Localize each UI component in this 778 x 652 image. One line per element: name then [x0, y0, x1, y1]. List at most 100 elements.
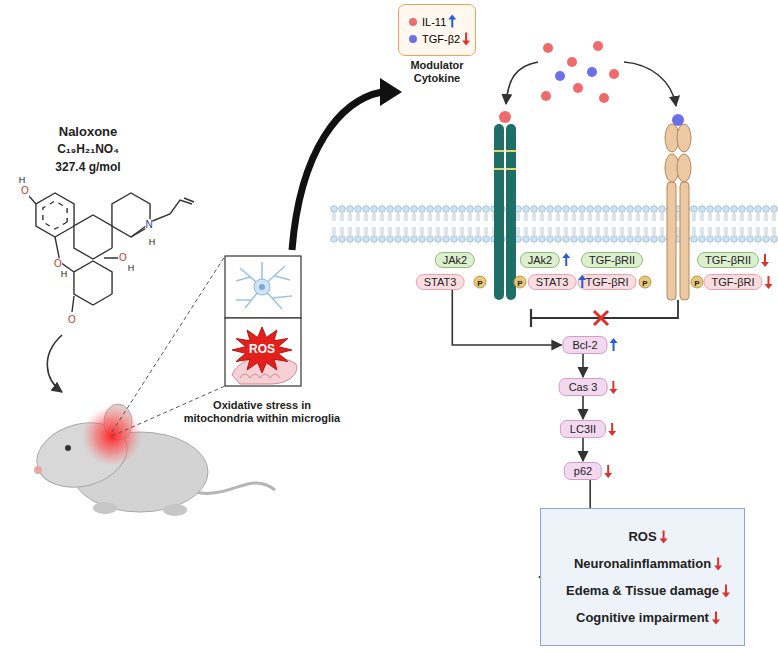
pathway-box: Bcl-2 [562, 336, 607, 354]
mouse-figure [65, 445, 71, 451]
mouse-figure [93, 502, 117, 514]
decrease-arrow [611, 423, 613, 432]
signal-arrow-head [380, 78, 402, 106]
phospho-dot: P [639, 276, 652, 289]
node-text: TGF-βRII [705, 254, 751, 266]
decrease-arrow [660, 531, 668, 544]
naloxone-structure [28, 193, 194, 312]
node-text: P [475, 277, 486, 290]
decrease-arrow [663, 531, 665, 540]
microglia-panel [259, 284, 265, 290]
node-text: TGF-βRI [586, 276, 629, 288]
node-text: Cognitive impairment [576, 610, 709, 625]
node-text: LC3II [570, 423, 596, 435]
microglia-panel [254, 279, 270, 295]
il11-receptor [494, 150, 504, 152]
aromatic-bond [43, 201, 67, 229]
increase-arrow [562, 253, 570, 266]
increase-arrow [448, 15, 456, 28]
il11-receptor [506, 124, 516, 300]
ring-bond [74, 215, 112, 259]
mouse-figure [195, 483, 275, 493]
dose-arrow [47, 335, 62, 392]
pathway-arrow [582, 438, 584, 461]
atom-label: O [119, 252, 127, 264]
increase-arrow [613, 342, 615, 351]
phospho-dot: P [691, 276, 704, 289]
node-text: P [640, 277, 651, 290]
blocked-cross [594, 311, 608, 325]
outcome-box: ROSNeuronalinflammationEdema & Tissue da… [540, 508, 745, 646]
receptor-box: TGF-βRII [697, 252, 759, 268]
decrease-arrow [712, 620, 720, 625]
stat-box: STAT3 [416, 274, 465, 290]
cytokine-dots [555, 71, 565, 81]
cytokine-dots [573, 83, 583, 93]
il11-receptor [494, 124, 504, 300]
stat-box: STAT3 [528, 274, 577, 290]
atom-label: H [128, 263, 135, 273]
decrease-arrow [608, 423, 616, 436]
inhibition-bar [530, 309, 532, 327]
cytokine-dots [599, 93, 609, 103]
pathway-arrow [582, 396, 584, 419]
microglia-panel [240, 374, 280, 378]
ros-burst: ROS [230, 327, 294, 373]
decrease-arrow [764, 254, 766, 263]
mouse-figure [34, 466, 42, 474]
decrease-arrow [768, 276, 770, 285]
decrease-arrow [609, 389, 617, 394]
blocked-cross [594, 311, 608, 325]
pathway-box: Cas 3 [559, 378, 608, 396]
receptor-box: TGF-βRI [578, 274, 637, 290]
decrease-arrow [660, 539, 668, 544]
decrease-arrow [465, 33, 467, 42]
tgfb-receptor [680, 182, 689, 300]
decrease-arrow [722, 585, 730, 598]
microglia-panel [236, 262, 292, 309]
decrease-arrow [462, 33, 470, 46]
node-text: Edema & Tissue damage [566, 583, 719, 598]
zoom-line [112, 256, 225, 432]
microglia-panel [225, 256, 301, 318]
decrease-arrow [712, 612, 720, 625]
cytokine-dots [609, 69, 619, 79]
receptor-box: TGF-βRII [581, 252, 643, 268]
decrease-arrow [765, 284, 773, 289]
zoom-line [112, 386, 225, 436]
decrease-arrow [717, 558, 719, 567]
decrease-arrow [609, 381, 617, 394]
kinase-box: JAk2 [435, 252, 475, 268]
il11-receptor [506, 168, 516, 170]
node-text: ROS [628, 529, 656, 544]
decrease-arrow [765, 276, 773, 289]
phospho-dot: P [514, 276, 527, 289]
il11-receptor [506, 150, 516, 152]
phospho-dot: P [474, 276, 487, 289]
increase-arrow [451, 19, 453, 28]
cytokine-dots [593, 41, 603, 51]
cytokine-dots [541, 91, 551, 101]
pathway-arrow [582, 354, 584, 377]
decrease-arrow [715, 612, 717, 621]
caption-label: Oxidative stress in mitochondria within … [182, 399, 342, 424]
drug-label: 327.4 g/mol [55, 161, 120, 175]
decrease-arrow [722, 593, 730, 598]
decrease-arrow [604, 465, 612, 478]
bond [28, 195, 194, 312]
microglia-panel [225, 318, 301, 386]
il11-receptor [494, 168, 504, 170]
atom-label: H [149, 237, 156, 247]
decrease-arrow [608, 431, 616, 436]
atom-label: O [68, 314, 76, 326]
node-text: Bcl-2 [572, 339, 597, 351]
atom-label: O [21, 185, 29, 197]
atom-label: H [19, 175, 26, 185]
kinase-box: JAk2 [520, 252, 560, 268]
decrease-arrow [725, 585, 727, 594]
node-text: P [692, 277, 703, 290]
ring-bond [112, 193, 150, 237]
legend-swatch [409, 35, 417, 43]
decrease-arrow [607, 465, 609, 474]
node-text: TGF-βRI [712, 276, 755, 288]
